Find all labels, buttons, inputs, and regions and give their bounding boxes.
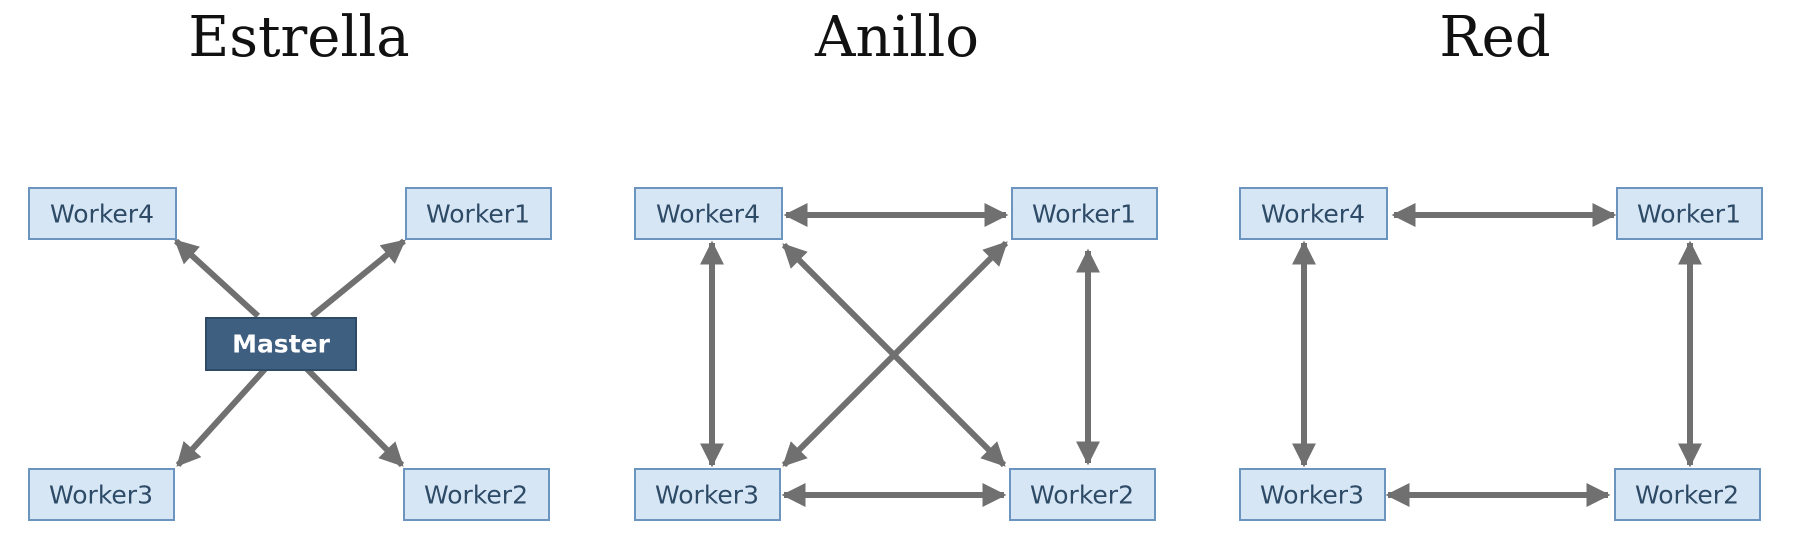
node-label-worker3: Worker3	[1260, 481, 1364, 510]
star-topology-diagram: Worker4 Worker1 Master Worker3 Worker2	[28, 187, 552, 521]
node-worker2: Worker2	[403, 468, 550, 521]
diagram-panel-anillo: Anillo Worker4 Worker1 Worker3	[598, 0, 1196, 559]
node-worker1: Worker1	[405, 187, 552, 240]
node-label-worker3: Worker3	[49, 481, 153, 510]
edge-master-worker3	[175, 365, 269, 468]
network-topology-diagram: Worker4 Worker1 Worker3 Worker2	[1239, 187, 1763, 521]
node-label-worker3: Worker3	[655, 481, 759, 510]
diagram-title: Red	[1439, 5, 1551, 70]
edges-group	[700, 203, 1100, 507]
edges-group	[1292, 203, 1702, 507]
node-worker4: Worker4	[634, 187, 783, 240]
node-label-worker4: Worker4	[50, 200, 154, 229]
node-worker2: Worker2	[1614, 468, 1761, 521]
node-label-worker4: Worker4	[1261, 200, 1365, 229]
node-master: Master	[205, 317, 357, 371]
node-worker4: Worker4	[1239, 187, 1388, 240]
node-label-worker4: Worker4	[656, 200, 760, 229]
diagram-panel-red: Red Worker4 Worker1 Worker3 Worker2	[1196, 0, 1794, 559]
node-worker1: Worker1	[1616, 187, 1763, 240]
edge-master-worker4	[173, 238, 261, 319]
node-worker3: Worker3	[634, 468, 781, 521]
edge-worker1-worker3	[781, 240, 1009, 468]
edges-group	[173, 238, 406, 468]
node-label-worker1: Worker1	[426, 200, 530, 229]
node-label-worker2: Worker2	[1635, 481, 1739, 510]
node-label-worker1: Worker1	[1032, 200, 1136, 229]
node-label-worker2: Worker2	[1030, 481, 1134, 510]
edge-master-worker1	[310, 238, 406, 319]
node-label-worker1: Worker1	[1637, 200, 1741, 229]
node-worker1: Worker1	[1011, 187, 1158, 240]
node-worker2: Worker2	[1009, 468, 1156, 521]
ring-topology-diagram: Worker4 Worker1 Worker3 Worker2	[634, 187, 1158, 521]
node-worker4: Worker4	[28, 187, 177, 240]
node-worker3: Worker3	[28, 468, 175, 521]
diagram-title: Estrella	[188, 5, 410, 70]
node-label-worker2: Worker2	[424, 481, 528, 510]
diagram-panel-estrella: Estrella Worker4 Worker1 Master Worker3	[0, 0, 598, 559]
diagram-title: Anillo	[815, 5, 979, 70]
edge-master-worker2	[303, 365, 405, 468]
node-label-master: Master	[232, 330, 331, 359]
node-worker3: Worker3	[1239, 468, 1386, 521]
